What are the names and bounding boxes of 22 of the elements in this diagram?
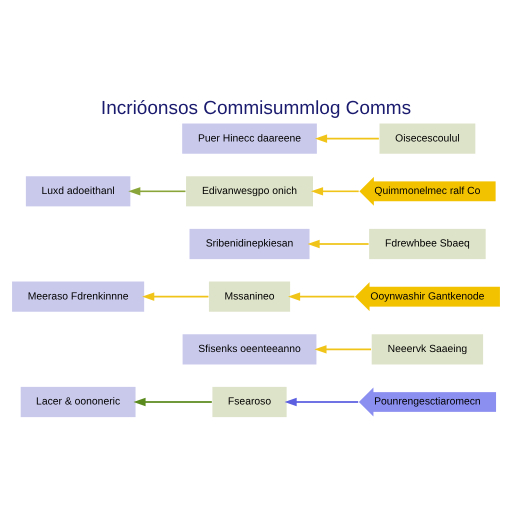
arrow bbox=[288, 292, 354, 300]
node-box: Meeraso Fdrenkinnne bbox=[11, 280, 146, 312]
node-box: Sfisenks oeenteeanno bbox=[182, 332, 318, 365]
node-box: Fsearoso bbox=[212, 386, 288, 418]
arrow bbox=[314, 344, 372, 354]
node-box: Oisecescoulul bbox=[378, 122, 476, 154]
arrow bbox=[308, 239, 369, 248]
arrow bbox=[284, 397, 358, 406]
arrow bbox=[315, 134, 379, 142]
node-box: Sribenidinepkiesan bbox=[188, 228, 310, 260]
arrow bbox=[133, 397, 212, 406]
arrow bbox=[128, 186, 186, 196]
arrow bbox=[142, 292, 208, 300]
node-box: Neeervk Saaeing bbox=[370, 332, 484, 365]
node-box: Lacer & oononeric bbox=[20, 386, 136, 418]
node-box: Puer Hinecc daareene bbox=[181, 122, 318, 154]
arrow bbox=[310, 186, 359, 196]
diagram-title: Incrióonsos Commisummlog Comms bbox=[100, 98, 412, 119]
node-box: Mssanineo bbox=[208, 280, 291, 312]
node-box: Edivanwesgpo onich bbox=[185, 174, 314, 207]
node-box: Fdrewhbee Sbaeq bbox=[368, 228, 487, 260]
node-box: Luxd adoeithanl bbox=[25, 174, 132, 207]
